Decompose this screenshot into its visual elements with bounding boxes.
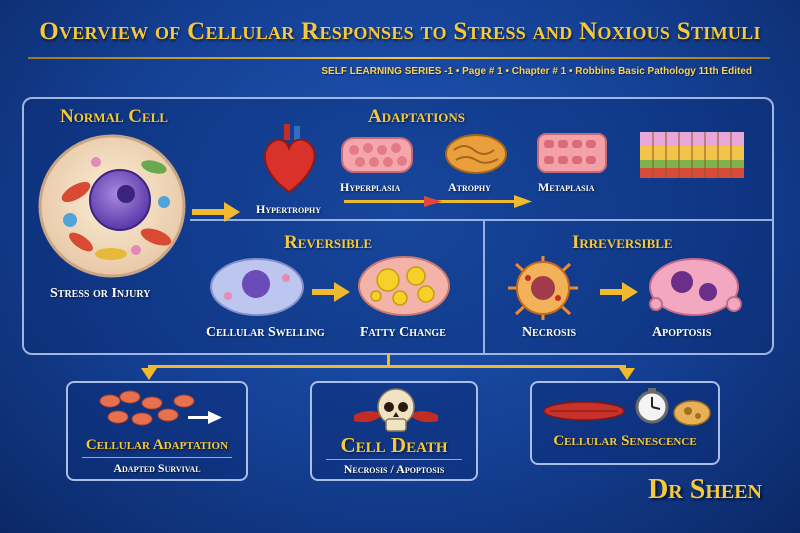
metaplasia-tissue-icon [537, 133, 607, 173]
arrow-right-icon [600, 282, 638, 302]
normal-cell-illustration [38, 134, 186, 278]
page-title: Overview of Cellular Responses to Stress… [39, 18, 761, 45]
arrow-down-icon [619, 368, 635, 380]
box-divider [326, 459, 462, 460]
arrow-down-icon [141, 368, 157, 380]
arrow-right-icon [192, 202, 240, 222]
epithelium-block-icon [640, 132, 744, 178]
hypertrophy-label: Hypertrophy [256, 202, 322, 216]
cellular-adaptation-title: Cellular Adaptation [85, 437, 229, 453]
author-signature: Dr Sheen [648, 474, 762, 505]
adaptation-progress-arrow-icon [344, 195, 532, 208]
necrosis-label: Necrosis [522, 325, 577, 340]
series-subtitle: SELF LEARNING SERIES -1 • Page # 1 • Cha… [321, 66, 752, 77]
hyperplasia-tissue-icon [341, 137, 413, 173]
heart-icon [263, 124, 316, 194]
panel-divider-vertical [483, 221, 485, 353]
arrow-right-icon [312, 282, 350, 302]
reversible-heading: Reversible [284, 232, 373, 253]
atrophy-brain-icon [445, 134, 507, 174]
adapted-cells-icon [99, 390, 222, 426]
outcome-connector-stem [387, 353, 390, 367]
metaplasia-label: Metaplasia [538, 180, 595, 194]
panel-divider-horizontal [190, 219, 772, 221]
cell-death-title: Cell Death [340, 433, 448, 457]
atrophy-label: Atrophy [448, 180, 491, 194]
fatty-change-label: Fatty Change [360, 325, 446, 340]
apoptosis-label: Apoptosis [652, 325, 712, 340]
adaptations-heading: Adaptations [368, 106, 466, 127]
necrosis-cell-icon [508, 256, 578, 320]
cellular-senescence-box: Cellular Senescence [530, 381, 720, 465]
necrosis-apoptosis-label: Necrosis / Apoptosis [343, 462, 445, 476]
cellular-senescence-title: Cellular Senescence [553, 433, 697, 449]
apoptosis-cell-icon [649, 258, 742, 316]
fatty-cell-icon [358, 256, 450, 316]
cellular-swelling-label: Cellular Swelling [206, 325, 325, 340]
adapted-survival-label: Adapted Survival [113, 461, 201, 475]
title-underline [28, 57, 770, 59]
normal-cell-heading: Normal Cell [60, 106, 169, 127]
irreversible-heading: Irreversible [572, 232, 673, 253]
swollen-cell-icon [210, 258, 304, 316]
cell-death-box: Cell Death Necrosis / Apoptosis [310, 381, 478, 481]
skull-icon [354, 388, 438, 432]
cellular-adaptation-box: Cellular Adaptation Adapted Survival [66, 381, 248, 481]
box-divider [82, 457, 232, 458]
hyperplasia-label: Hyperplasia [340, 180, 401, 194]
senescence-icon [543, 388, 711, 426]
stress-injury-caption: Stress or Injury [50, 286, 151, 301]
